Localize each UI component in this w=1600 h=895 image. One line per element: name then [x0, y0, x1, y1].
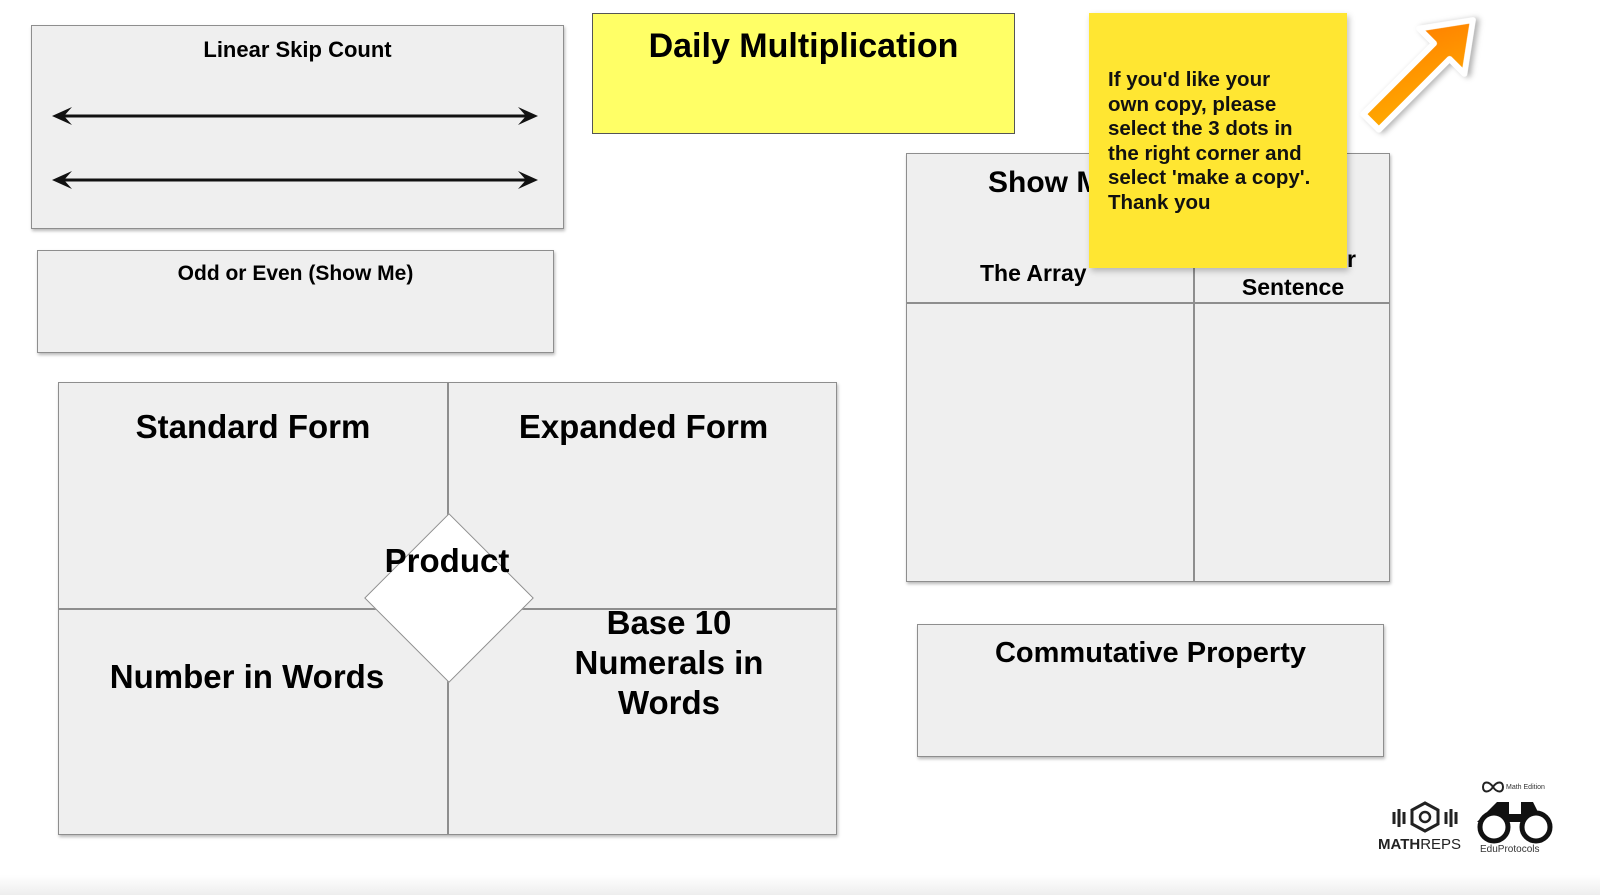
odd-or-even-label: Odd or Even (Show Me) — [177, 262, 414, 285]
number-line-arrow-1 — [52, 107, 538, 125]
mathreps-logo-text: MATHREPS — [1378, 836, 1462, 853]
title-box: Daily Multiplication — [592, 13, 1015, 134]
the-array-label: The Array — [980, 260, 1087, 286]
product-label: Product — [384, 542, 510, 579]
eduprotocols-logo-text: EduProtocols — [1480, 844, 1540, 855]
show-me-vertical-divider — [1193, 154, 1195, 581]
expanded-form-label: Expanded Form — [518, 408, 769, 445]
show-me-horizontal-divider — [907, 302, 1389, 304]
odd-or-even-box: Odd or Even (Show Me) — [37, 250, 554, 353]
show-me-title: Show M — [988, 166, 1102, 199]
binoculars-icon — [1477, 802, 1553, 844]
infinity-icon — [1482, 781, 1504, 793]
commutative-property-box: Commutative Property — [917, 624, 1384, 757]
number-line-arrow-2 — [52, 171, 538, 189]
frayer-model: Standard Form Expanded Form Number in Wo… — [58, 382, 837, 835]
footer-bar — [0, 875, 1600, 895]
standard-form-label: Standard Form — [135, 408, 371, 445]
base-10-numerals-label: Base 10 Numerals in Words — [574, 604, 764, 721]
math-edition-text: Math Edition — [1506, 784, 1545, 791]
sticky-note: If you'd like your own copy, please sele… — [1089, 13, 1347, 268]
linear-skip-count-box: Linear Skip Count — [31, 25, 564, 229]
number-in-words-label: Number in Words — [109, 658, 385, 695]
linear-skip-count-label: Linear Skip Count — [203, 37, 392, 62]
mathreps-logo-icon — [1392, 801, 1458, 833]
orange-arrow-icon — [1360, 17, 1476, 133]
number-sentence-label-fragment: r — [1347, 246, 1356, 272]
page-title: Daily Multiplication — [648, 27, 959, 65]
commutative-property-label: Commutative Property — [994, 637, 1306, 669]
sentence-label: Sentence — [1241, 274, 1345, 300]
logos: MATHREPS Math Edition EduProtocols — [1370, 778, 1560, 858]
